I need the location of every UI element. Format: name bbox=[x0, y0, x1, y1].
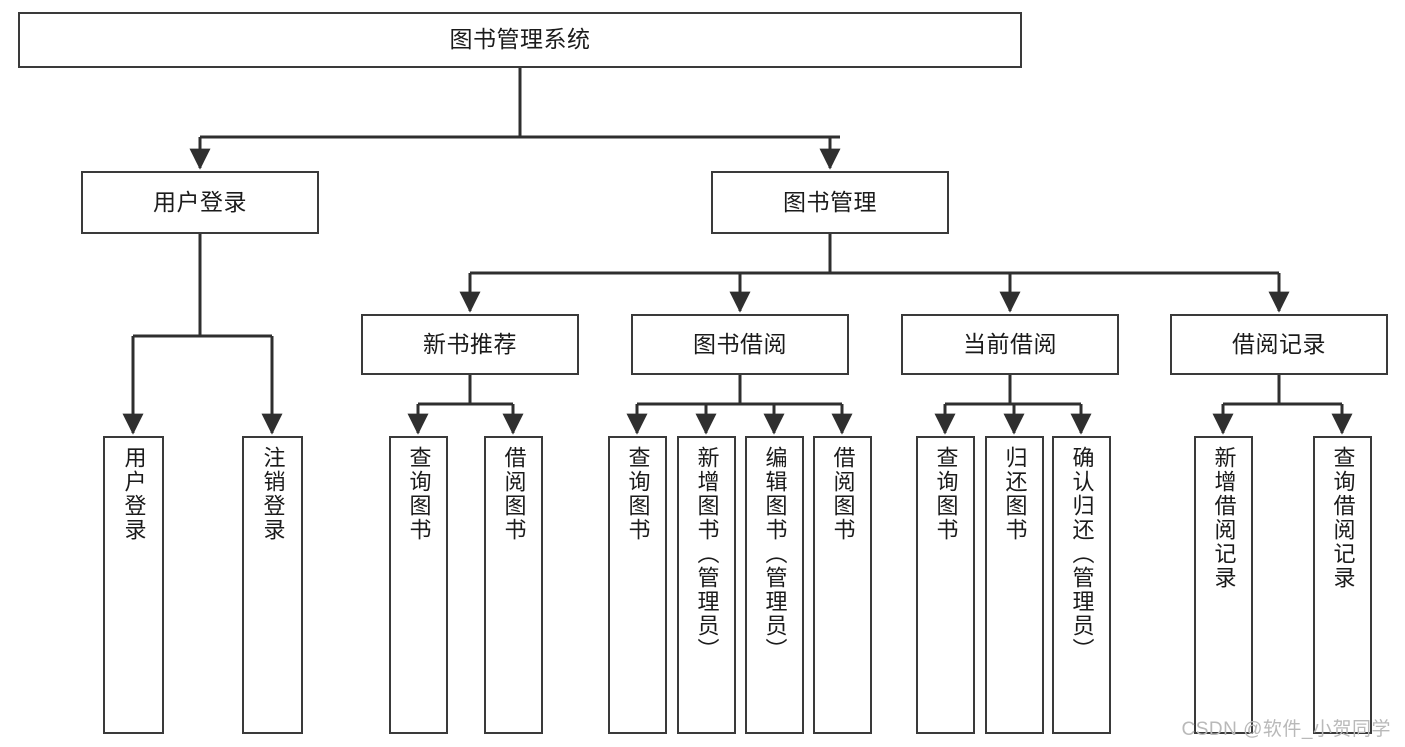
node-current-borrow-label: 当前借阅 bbox=[963, 330, 1057, 357]
node-new-book-recommend[interactable]: 新书推荐 bbox=[361, 314, 579, 375]
node-new-book-recommend-label: 新书推荐 bbox=[423, 330, 517, 357]
leaf-query-book-borrow[interactable]: 查询图书 bbox=[608, 436, 667, 734]
node-root[interactable]: 图书管理系统 bbox=[18, 12, 1022, 68]
leaf-add-book-admin[interactable]: 新增图书（管理员） bbox=[677, 436, 736, 734]
node-user-login[interactable]: 用户登录 bbox=[81, 171, 319, 234]
leaf-borrow-book-rec-label: 借阅图书 bbox=[501, 446, 527, 542]
leaf-logout-login[interactable]: 注销登录 bbox=[242, 436, 303, 734]
leaf-query-borrow-record-label: 查询借阅记录 bbox=[1330, 446, 1356, 590]
leaf-query-borrow-record[interactable]: 查询借阅记录 bbox=[1313, 436, 1372, 734]
leaf-query-book-current[interactable]: 查询图书 bbox=[916, 436, 975, 734]
leaf-query-book-rec-label: 查询图书 bbox=[406, 446, 432, 542]
leaf-edit-book-admin-label: 编辑图书（管理员） bbox=[762, 446, 788, 662]
node-borrow-record[interactable]: 借阅记录 bbox=[1170, 314, 1388, 375]
node-borrow-record-label: 借阅记录 bbox=[1232, 330, 1326, 357]
leaf-logout-login-label: 注销登录 bbox=[260, 446, 286, 542]
leaf-borrow-book-rec[interactable]: 借阅图书 bbox=[484, 436, 543, 734]
node-book-manage[interactable]: 图书管理 bbox=[711, 171, 949, 234]
node-current-borrow[interactable]: 当前借阅 bbox=[901, 314, 1119, 375]
node-book-borrow-label: 图书借阅 bbox=[693, 330, 787, 357]
leaf-return-book[interactable]: 归还图书 bbox=[985, 436, 1044, 734]
node-root-label: 图书管理系统 bbox=[449, 26, 591, 53]
leaf-borrow-book-label: 借阅图书 bbox=[830, 446, 856, 542]
watermark-label: CSDN @软件_小贺同学 bbox=[1181, 719, 1391, 740]
leaf-user-login[interactable]: 用户登录 bbox=[103, 436, 164, 734]
leaf-query-book-current-label: 查询图书 bbox=[933, 446, 959, 542]
node-book-borrow[interactable]: 图书借阅 bbox=[631, 314, 849, 375]
leaf-edit-book-admin[interactable]: 编辑图书（管理员） bbox=[745, 436, 804, 734]
leaf-add-borrow-record-label: 新增借阅记录 bbox=[1211, 446, 1237, 590]
leaf-add-book-admin-label: 新增图书（管理员） bbox=[694, 446, 720, 662]
leaf-confirm-return-admin[interactable]: 确认归还（管理员） bbox=[1052, 436, 1111, 734]
leaf-query-book-rec[interactable]: 查询图书 bbox=[389, 436, 448, 734]
leaf-borrow-book[interactable]: 借阅图书 bbox=[813, 436, 872, 734]
node-book-manage-label: 图书管理 bbox=[783, 188, 877, 215]
leaf-query-book-borrow-label: 查询图书 bbox=[625, 446, 651, 542]
leaf-return-book-label: 归还图书 bbox=[1002, 446, 1028, 542]
leaf-add-borrow-record[interactable]: 新增借阅记录 bbox=[1194, 436, 1253, 734]
node-user-login-label: 用户登录 bbox=[153, 188, 247, 215]
leaf-confirm-return-admin-label: 确认归还（管理员） bbox=[1069, 446, 1095, 662]
leaf-user-login-label: 用户登录 bbox=[121, 446, 147, 542]
